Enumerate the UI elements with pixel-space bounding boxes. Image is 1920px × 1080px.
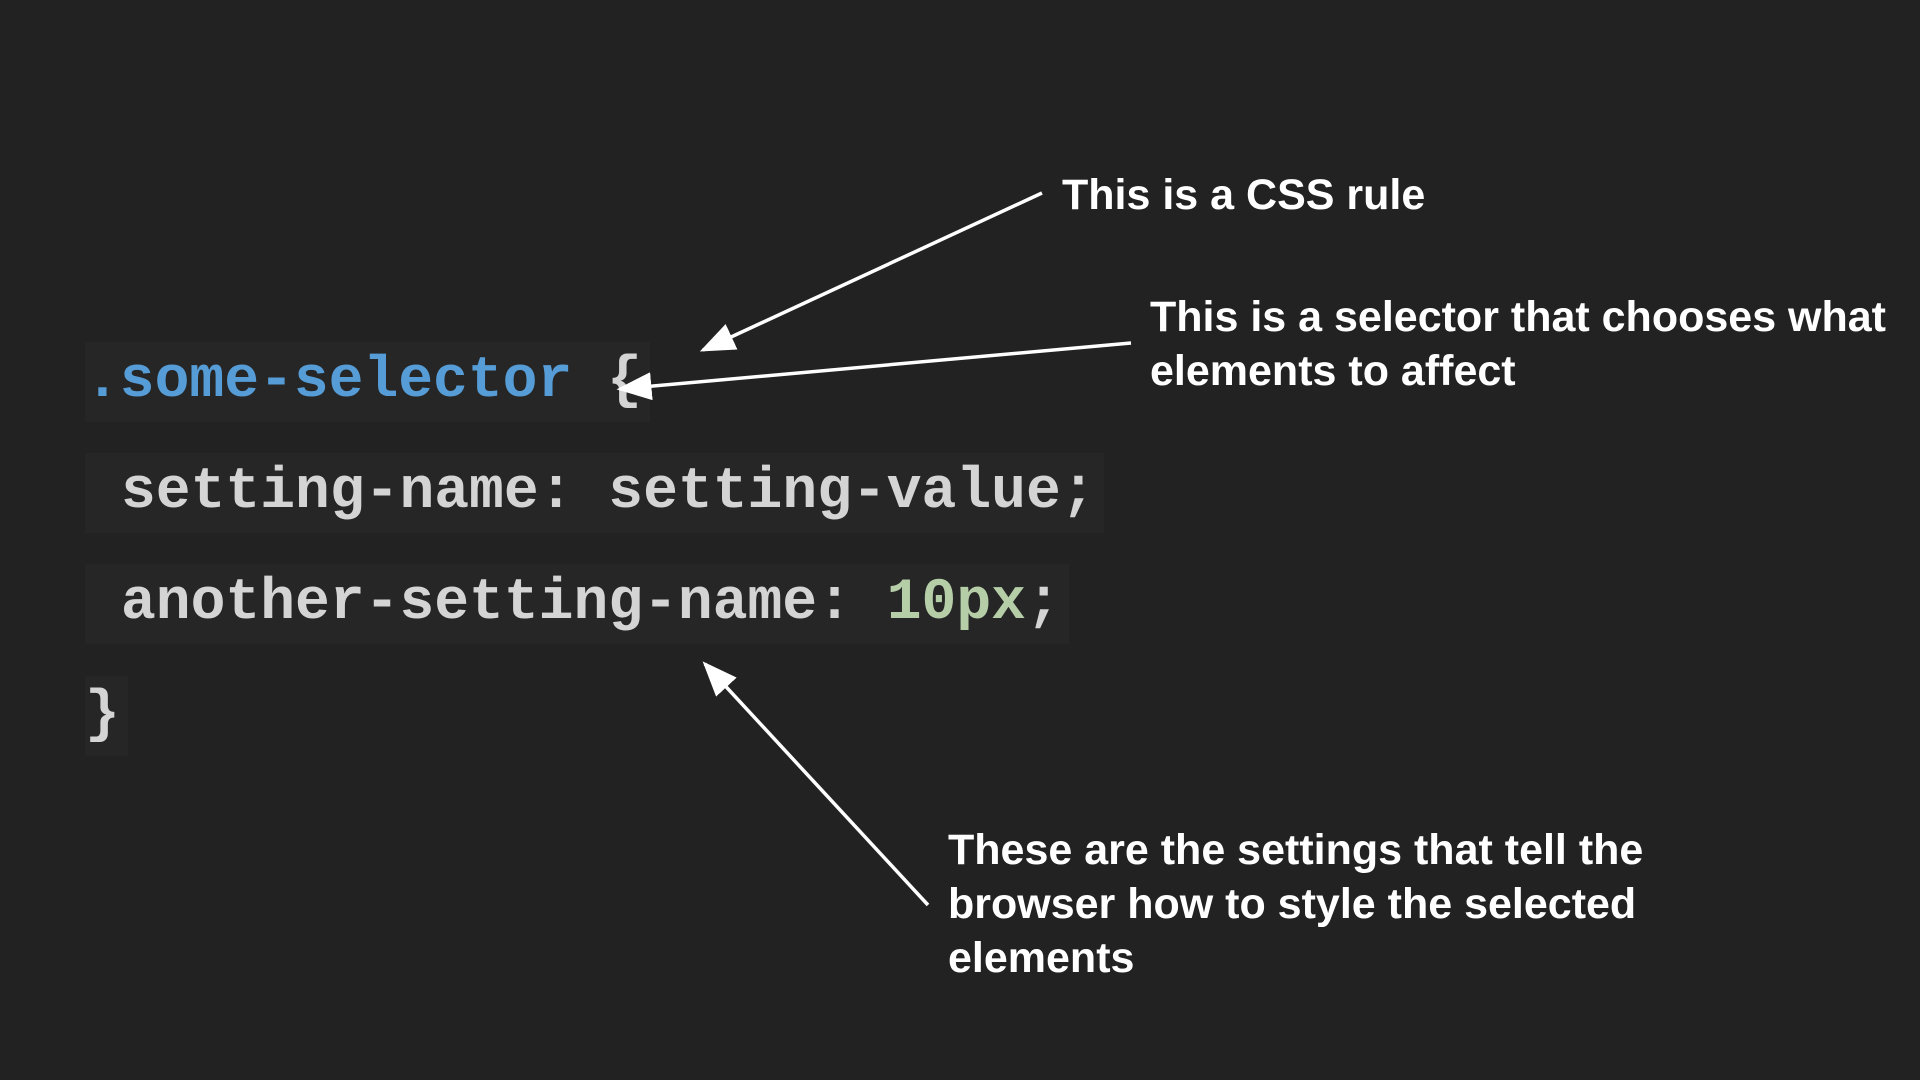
code-line-selector: .some-selector { <box>85 342 650 422</box>
annotation-settings: These are the settings that tell the bro… <box>948 826 1644 982</box>
colon: : <box>538 460 609 525</box>
property-name: another-setting-name <box>121 571 818 636</box>
property-value-number: 10px <box>886 571 1026 636</box>
arrow-to-rule <box>699 191 1043 352</box>
arrow-to-selector <box>616 341 1132 401</box>
code-line-closing: } <box>85 676 128 756</box>
code-line-declaration-1: setting-name: setting-value; <box>85 453 1104 533</box>
code-line-declaration-2: another-setting-name: 10px; <box>85 564 1069 644</box>
closing-brace: } <box>85 683 120 748</box>
semicolon: ; <box>1025 571 1061 636</box>
property-value: setting-value <box>608 460 1061 525</box>
property-name: setting-name <box>121 460 539 525</box>
annotation-selector: This is a selector that chooses what ele… <box>1150 293 1886 395</box>
colon: : <box>817 571 887 636</box>
annotation-css-rule: This is a CSS rule <box>1062 171 1426 219</box>
css-selector: .some-selector <box>85 349 573 414</box>
semicolon: ; <box>1060 460 1096 525</box>
arrow-to-settings <box>702 661 930 907</box>
